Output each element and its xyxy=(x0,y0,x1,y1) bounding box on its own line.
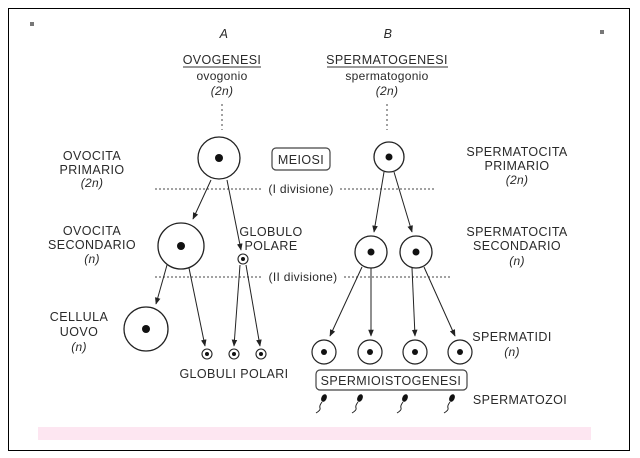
cellula-uovo-cell xyxy=(123,306,169,352)
column-a-letter: A xyxy=(219,27,229,41)
arrow-sp-primario-to-secondario-2 xyxy=(393,171,413,233)
spermioistogenesi-label: SPERMIOISTOGENESI xyxy=(321,374,462,388)
spermatidi-label: SPERMATIDI xyxy=(472,330,551,344)
spermatogenesi-title: SPERMATOGENESI xyxy=(326,53,448,67)
spermatide-cell-2 xyxy=(357,339,383,365)
arrow-primario-to-globulo xyxy=(226,179,243,251)
ovogenesi-title: OVOGENESI xyxy=(183,53,262,67)
cellula-uovo-ploidy: (n) xyxy=(71,340,87,354)
spermatocita-secondario-ploidy: (n) xyxy=(509,254,525,268)
arrow-secondario2-to-spermatide-3 xyxy=(411,267,418,337)
arrow-globulo-to-polar-2 xyxy=(231,264,241,347)
ovocita-secondario-cell xyxy=(157,222,205,270)
spermioistogenesi-box xyxy=(315,369,468,391)
first-polar-body xyxy=(237,253,249,265)
spermatocita-primario-cell xyxy=(373,141,405,173)
spermatocita-secondario-cell-2 xyxy=(399,235,433,269)
spermatogonio-ploidy: (2n) xyxy=(376,84,399,98)
ovocita-primario-label-2: PRIMARIO xyxy=(59,163,124,177)
spermatocita-primario-label-1: SPERMATOCITA xyxy=(466,145,568,159)
spermatocita-secondario-label-2: SECONDARIO xyxy=(473,239,561,253)
first-division-label: (I divisione) xyxy=(268,182,333,196)
spermatozoon-4 xyxy=(443,394,455,414)
meiosi-label: MEIOSI xyxy=(278,153,324,167)
arrow-secondario2-to-spermatide-4 xyxy=(423,266,456,337)
meiosi-box xyxy=(271,147,331,171)
corner-mark-top-left xyxy=(30,22,34,26)
arrow-primario-to-secondario xyxy=(192,179,212,220)
spermatozoon-1 xyxy=(315,394,327,414)
globulo-polare-label-1: GLOBULO xyxy=(239,225,302,239)
arrow-secondario-to-polar xyxy=(188,267,207,347)
spermatocita-primario-ploidy: (2n) xyxy=(506,173,529,187)
polar-body-1 xyxy=(201,348,213,360)
corner-mark-top-right xyxy=(600,30,604,34)
spermatocita-primario-label-2: PRIMARIO xyxy=(484,159,549,173)
column-b-letter: B xyxy=(384,27,393,41)
ovocita-secondario-label-1: OVOCITA xyxy=(63,224,121,238)
spermatocita-secondario-cell-1 xyxy=(354,235,388,269)
globulo-polare-label-2: POLARE xyxy=(244,239,297,253)
polar-body-2 xyxy=(228,348,240,360)
spermatide-cell-1 xyxy=(311,339,337,365)
cellula-uovo-label-2: UOVO xyxy=(60,325,98,339)
ovogonio-ploidy: (2n) xyxy=(211,84,234,98)
spermatide-cell-4 xyxy=(447,339,473,365)
ovocita-primario-ploidy: (2n) xyxy=(81,176,104,190)
caption-bar xyxy=(38,427,591,440)
arrow-secondario1-to-spermatide-1 xyxy=(329,266,363,337)
arrow-globulo-to-polar-3 xyxy=(245,264,262,347)
spermatidi-ploidy: (n) xyxy=(504,345,520,359)
ovocita-secondario-ploidy: (n) xyxy=(84,252,100,266)
spermatide-cell-3 xyxy=(402,339,428,365)
spermatogonio-label: spermatogonio xyxy=(345,69,428,83)
spermatocita-secondario-label-1: SPERMATOCITA xyxy=(466,225,568,239)
arrow-sp-primario-to-secondario-1 xyxy=(372,171,385,233)
cellula-uovo-label-1: CELLULA xyxy=(50,310,109,324)
ovocita-primario-label-1: OVOCITA xyxy=(63,149,121,163)
spermatozoi-label: SPERMATOZOI xyxy=(473,393,567,407)
second-division-label: (II divisione) xyxy=(269,270,338,284)
globuli-polari-label: GLOBULI POLARI xyxy=(179,367,288,381)
spermatozoon-3 xyxy=(396,394,408,414)
spermatozoon-2 xyxy=(351,394,363,414)
ovocita-secondario-label-2: SECONDARIO xyxy=(48,238,136,252)
ovocita-primario-cell xyxy=(197,136,241,180)
polar-body-3 xyxy=(255,348,267,360)
arrow-secondario-to-uovo xyxy=(155,264,168,305)
ovogonio-label: ovogonio xyxy=(196,69,247,83)
